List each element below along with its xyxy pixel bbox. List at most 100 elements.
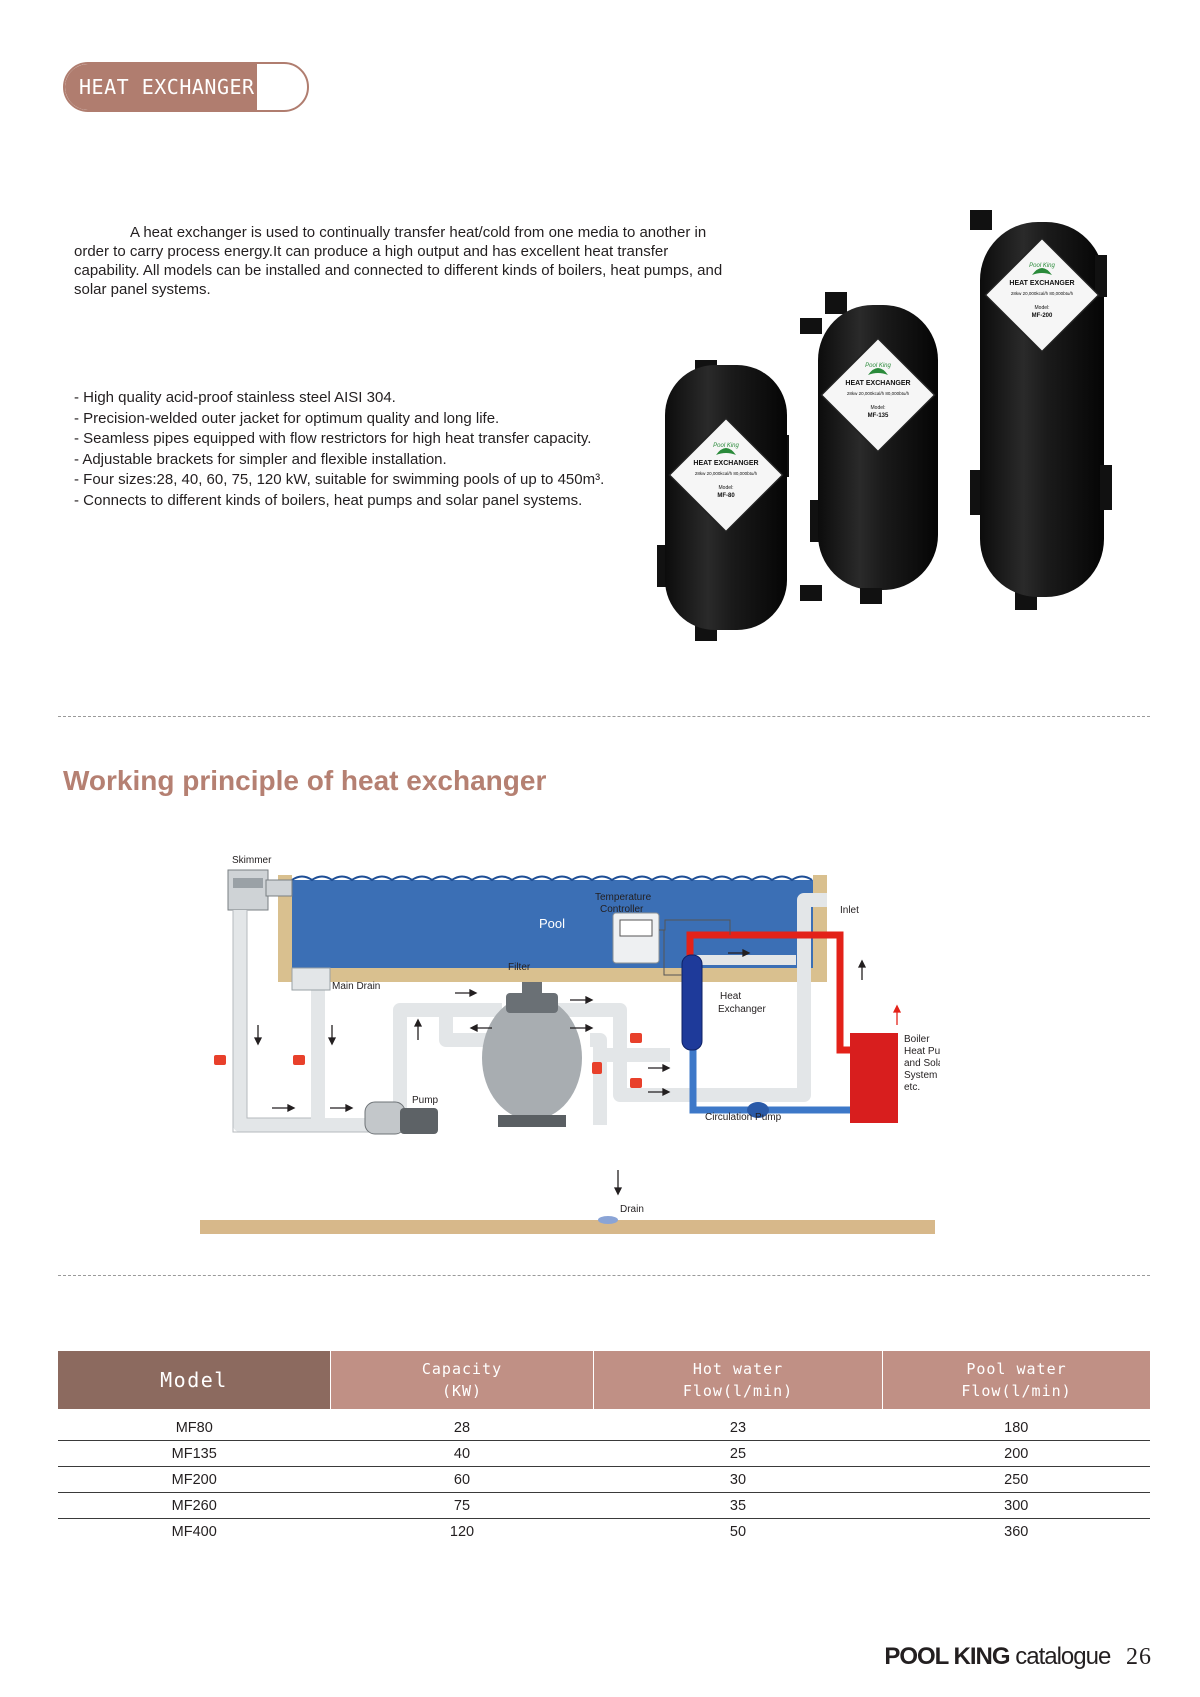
cell-capacity: 28	[330, 1409, 594, 1441]
main-drain-label: Main Drain	[332, 981, 380, 992]
cell-hot-water: 35	[593, 1492, 883, 1519]
label-model: MF-135	[868, 413, 889, 419]
footer-brand: POOL KING catalogue 26	[884, 1643, 1152, 1671]
cell-capacity: 120	[449, 1523, 475, 1540]
pool-pump: Pump	[364, 1095, 439, 1135]
arrow-icon	[413, 1018, 423, 1027]
badge-title: HEAT EXCHANGER	[79, 75, 255, 99]
label-title: HEAT EXCHANGER	[1009, 280, 1074, 287]
arrow-icon	[585, 1023, 594, 1033]
label-model: MF-200	[1032, 313, 1053, 319]
arrow-icon	[892, 1004, 902, 1013]
feature-item: - Connects to different kinds of boilers…	[74, 491, 583, 509]
arrow-icon	[327, 1037, 337, 1046]
cell-pool-water: 360	[1004, 1523, 1029, 1540]
working-principle-diagram: Pool Skimmer Main Drain Heat Exc	[200, 855, 940, 1234]
table-row: MF200 60 30 250	[58, 1466, 1150, 1493]
temp-controller-label-1: Temperature	[595, 892, 652, 903]
section-badge: HEAT EXCHANGER	[63, 62, 309, 112]
drain-label: Drain	[620, 1204, 644, 1215]
arrow-icon	[345, 1103, 354, 1113]
pump-label: Pump	[412, 1095, 439, 1106]
pipe-outline	[232, 910, 377, 1133]
cell-model: MF200	[58, 1466, 331, 1493]
arrow-icon	[857, 959, 867, 968]
hot-pipe	[686, 931, 850, 1054]
cell-hot-water: 30	[593, 1466, 883, 1493]
cell-hot-water: 23	[593, 1409, 883, 1441]
cell-hot-water: 50	[729, 1523, 747, 1540]
label-spec: 28kw 20,000kcal/h 80,000btu/h	[695, 471, 758, 476]
flow-arrows	[253, 948, 867, 1196]
label-spec: 28kw 20,000kcal/h 80,000btu/h	[1011, 291, 1074, 296]
pool-basin: Pool	[278, 875, 827, 982]
boiler-label-4: System	[904, 1070, 937, 1081]
arrow-icon	[662, 1087, 671, 1097]
boiler-label-1: Boiler	[904, 1034, 930, 1045]
valve	[293, 1055, 305, 1065]
intro-paragraph: A heat exchanger is used to continually …	[74, 224, 723, 298]
arrow-icon	[469, 988, 478, 998]
arrow-icon	[585, 995, 594, 1005]
boiler	[850, 1033, 898, 1123]
table-row: MF135 40 25 200	[58, 1440, 1150, 1467]
valve	[592, 1062, 602, 1074]
feature-item: - Precision-welded outer jacket for opti…	[74, 409, 500, 427]
cell-capacity: 60	[330, 1466, 594, 1493]
skimmer: Skimmer	[227, 855, 293, 911]
ground	[200, 1220, 935, 1234]
hx-label-1: Heat	[720, 991, 741, 1002]
feature-item: - High quality acid-proof stainless stee…	[74, 389, 396, 406]
cell-model: MF260	[58, 1492, 331, 1519]
product-mf135: Pool King HEAT EXCHANGER 28kw 20,000kcal…	[800, 292, 938, 604]
temp-controller-label-2: Controller	[600, 904, 644, 915]
divider	[58, 1275, 1150, 1276]
sand-filter: Filter	[482, 962, 582, 1127]
cell-hot-water: 25	[593, 1440, 883, 1467]
feature-item: - Adjustable brackets for simpler and fl…	[74, 450, 447, 468]
valve	[630, 1078, 642, 1088]
label-brand: Pool King	[1029, 263, 1055, 269]
feature-item: - Four sizes:28, 40, 60, 75, 120 kW, sui…	[74, 471, 605, 488]
label-model-label: Model:	[718, 485, 733, 491]
table-row: MF400 120 50 360	[58, 1519, 1150, 1545]
valves	[214, 1033, 642, 1088]
arrow-icon	[287, 1103, 296, 1113]
hot-flow-arrow	[892, 1004, 902, 1025]
boiler-label-5: etc.	[904, 1082, 920, 1093]
brand-catalogue: catalogue	[1015, 1643, 1111, 1670]
drain	[598, 1216, 618, 1224]
col-model: Model	[58, 1351, 331, 1409]
cell-pool-water: 250	[882, 1466, 1150, 1493]
cell-model: MF400	[171, 1523, 217, 1540]
cell-pool-water: 200	[882, 1440, 1150, 1467]
skimmer-label: Skimmer	[232, 855, 272, 866]
pool-label: Pool	[539, 916, 565, 931]
cell-capacity: 75	[330, 1492, 594, 1519]
circulation-pump	[747, 1102, 769, 1118]
product-mf200: Pool King HEAT EXCHANGER 28kw 20,000kcal…	[970, 210, 1112, 610]
product-mf80: Pool King HEAT EXCHANGER 28kw 20,000kcal…	[657, 360, 789, 641]
hx-label-2: Exchanger	[718, 1004, 766, 1015]
feature-list: - High quality acid-proof stainless stee…	[74, 388, 674, 511]
brand-name: POOL KING	[884, 1643, 1010, 1670]
product-photo: Pool King HEAT EXCHANGER 28kw 20,000kcal…	[657, 210, 1112, 641]
col-capacity: Capacity(KW)	[330, 1351, 594, 1409]
cell-model: MF135	[58, 1440, 331, 1467]
label-spec: 28kw 20,000kcal/h 80,000btu/h	[847, 391, 910, 396]
table-row: MF80 28 23 180	[58, 1409, 1150, 1441]
label-title: HEAT EXCHANGER	[693, 460, 758, 467]
table-row: MF260 75 35 300	[58, 1492, 1150, 1519]
cell-pool-water: 300	[882, 1492, 1150, 1519]
cell-capacity: 40	[330, 1440, 594, 1467]
label-title: HEAT EXCHANGER	[845, 380, 910, 387]
divider	[58, 716, 1150, 717]
boiler-label-2: Heat Pump	[904, 1046, 940, 1057]
filter-label: Filter	[508, 962, 531, 973]
section-title: Working principle of heat exchanger	[63, 765, 547, 796]
label-model: MF-80	[717, 493, 735, 499]
circulation-pipe	[689, 1025, 850, 1114]
